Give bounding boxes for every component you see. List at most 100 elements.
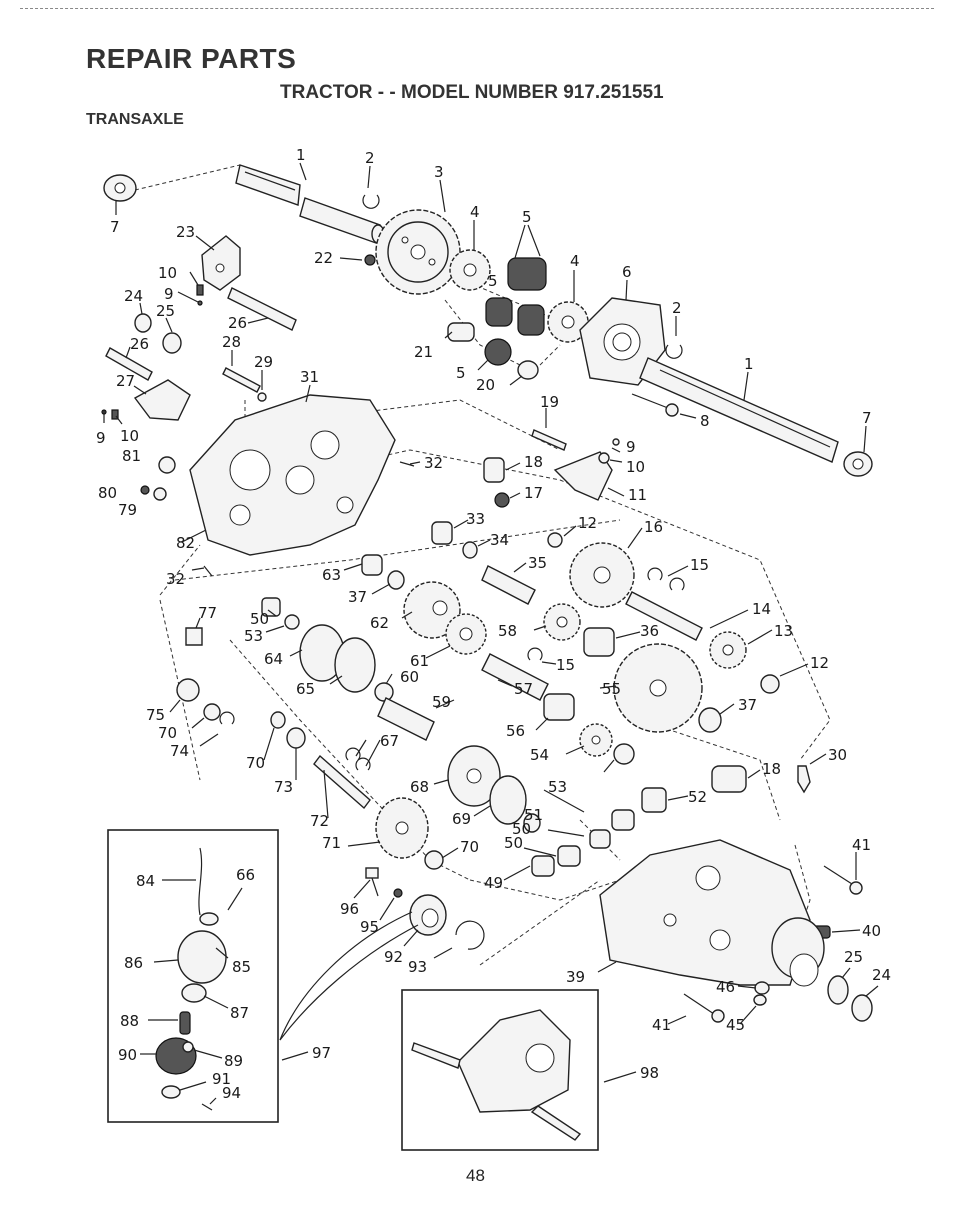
part-bushing-18-b [711, 765, 747, 793]
part-case-31 [189, 394, 396, 556]
callout-37: 37 [738, 696, 757, 714]
callout-39: 39 [566, 968, 585, 986]
part-clip-15-b [669, 577, 685, 591]
callout-16: 16 [644, 518, 663, 536]
callout-50: 50 [504, 834, 523, 852]
callout-21: 21 [414, 343, 433, 361]
callout-88: 88 [120, 1012, 139, 1030]
model-subtitle: TRACTOR - - MODEL NUMBER 917.251551 [280, 82, 664, 103]
part-ring-93 [455, 920, 485, 950]
callout-9: 9 [164, 285, 174, 303]
callout-41: 41 [852, 836, 871, 854]
part-washer-37-a [387, 570, 405, 590]
part-bushing-56 [543, 693, 575, 721]
callout-45: 45 [726, 1016, 745, 1034]
part-gear-54 [579, 723, 613, 757]
part-clip-67-a [345, 747, 361, 761]
leader-lines [103, 162, 879, 1105]
part-bushing-33 [431, 521, 453, 545]
part-22 [364, 254, 376, 266]
part-fitting-30 [797, 765, 811, 794]
callout-53: 53 [548, 778, 567, 796]
callout-31: 31 [300, 368, 319, 386]
part-9-c [612, 438, 620, 446]
callout-51: 51 [524, 806, 543, 824]
callout-10: 10 [626, 458, 645, 476]
part-bolt-41-a [823, 865, 863, 895]
callout-32: 32 [166, 570, 185, 588]
callout-15: 15 [556, 656, 575, 674]
callout-15: 15 [690, 556, 709, 574]
callout-22: 22 [314, 249, 333, 267]
part-shaft-72 [313, 754, 371, 810]
callout-35: 35 [528, 554, 547, 572]
callout-97: 97 [312, 1044, 331, 1062]
callout-10: 10 [158, 264, 177, 282]
part-rod-26-left [105, 347, 153, 381]
assembly-lines [134, 164, 831, 966]
part-washer-34 [462, 541, 478, 559]
part-shaft-59 [377, 697, 435, 741]
callout-7: 7 [110, 218, 120, 236]
callout-12: 12 [578, 514, 597, 532]
part-ball-9-a [197, 300, 203, 306]
part-70-a [203, 703, 221, 721]
callout-26: 26 [130, 335, 149, 353]
callout-19: 19 [540, 393, 559, 411]
part-70-c [424, 850, 444, 870]
part-29 [257, 392, 267, 402]
part-pinion-5-d [484, 338, 512, 366]
part-bushing-50-a [261, 597, 281, 617]
callout-60: 60 [400, 668, 419, 686]
callout-70: 70 [460, 838, 479, 856]
part-95 [393, 888, 403, 898]
part-17 [494, 492, 510, 508]
part-rod-28 [222, 367, 261, 393]
callout-79: 79 [118, 501, 137, 519]
callout-91: 91 [212, 1070, 231, 1088]
callout-73: 73 [274, 778, 293, 796]
callout-84: 84 [136, 872, 155, 890]
callout-7: 7 [862, 409, 872, 427]
callout-70: 70 [246, 754, 265, 772]
part-gear-71 [375, 797, 429, 859]
part-bushing-50-c [589, 829, 611, 849]
callout-28: 28 [222, 333, 241, 351]
callout-12: 12 [810, 654, 829, 672]
part-gear-3 [375, 209, 461, 295]
callout-49: 49 [484, 874, 503, 892]
callout-17: 17 [524, 484, 543, 502]
part-gear-4-a [449, 249, 491, 291]
part-shaft-14 [625, 591, 703, 641]
part-washer-12-b [760, 674, 780, 694]
part-seal-24-left [134, 313, 152, 333]
part-80 [140, 485, 150, 495]
callout-86: 86 [124, 954, 143, 972]
part-clip-15-c [527, 647, 543, 661]
part-rod-26-upper [227, 287, 297, 331]
callout-24: 24 [872, 966, 891, 984]
part-plate-6 [579, 297, 666, 386]
callout-9: 9 [626, 438, 636, 456]
callout-66: 66 [236, 866, 255, 884]
callout-54: 54 [530, 746, 549, 764]
callout-25: 25 [844, 948, 863, 966]
callout-92: 92 [384, 948, 403, 966]
part-46 [754, 981, 770, 995]
part-bolt-41-b [683, 993, 725, 1023]
part-spring-10-b [111, 409, 119, 420]
part-pin-32-b [203, 565, 213, 577]
part-77 [185, 627, 203, 646]
part-flange-7-right [843, 451, 873, 477]
inset-differential-97 [107, 829, 279, 1123]
part-bushing-63 [361, 554, 383, 576]
callout-1: 1 [744, 355, 754, 373]
part-axle-1-upper [235, 164, 385, 244]
part-washer-50-b [523, 813, 541, 833]
callout-64: 64 [264, 650, 283, 668]
callout-32: 32 [424, 454, 443, 472]
part-bushing-49 [531, 855, 555, 877]
callout-77: 77 [198, 604, 217, 622]
callout-98: 98 [640, 1064, 659, 1082]
part-key-19 [531, 429, 567, 451]
